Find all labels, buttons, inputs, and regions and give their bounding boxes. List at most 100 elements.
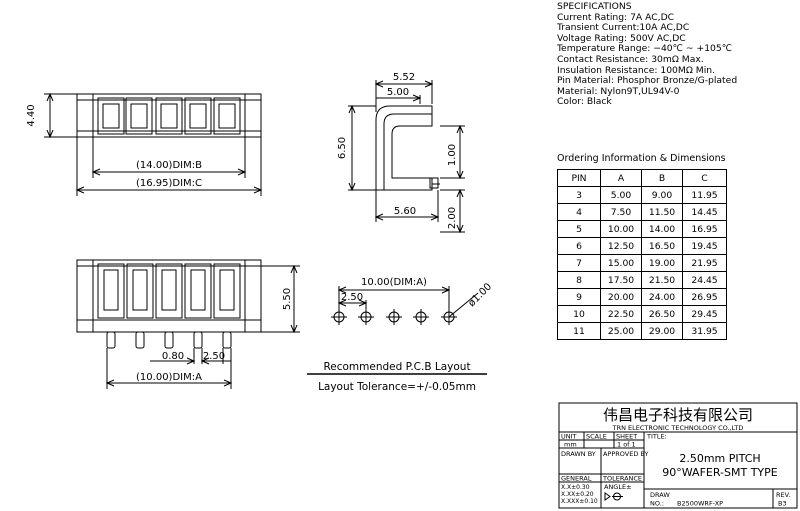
side-view xyxy=(348,80,465,234)
table-cell: 9.00 xyxy=(641,186,683,204)
table-cell: 16.50 xyxy=(641,237,683,255)
tolerance-3: X.XXX±0.10 xyxy=(561,498,598,505)
pcb-dim-a-label: 10.00(DIM:A) xyxy=(361,277,427,288)
title-label: TITLE: xyxy=(646,433,667,441)
side-bottom-width-label: 5.60 xyxy=(394,206,416,217)
table-cell: 4 xyxy=(557,203,601,221)
front-view-outline xyxy=(76,259,262,333)
draw-label: DRAW xyxy=(650,491,670,499)
table-cell: 7 xyxy=(557,254,601,272)
spec-line: Material: Nylon9T,UL94V-0 xyxy=(557,85,680,97)
table-cell: 20.00 xyxy=(600,288,642,306)
spec-line: Temperature Range: −40℃ ~ +105℃ xyxy=(557,43,733,55)
side-top-outer-label: 5.52 xyxy=(393,72,415,83)
spec-line: Color: Black xyxy=(557,96,612,108)
company-name-cn: 伟昌电子科技有限公司 xyxy=(603,406,753,424)
top-view-housing xyxy=(92,93,246,138)
table-cell: 8 xyxy=(557,271,601,289)
top-view xyxy=(44,92,263,196)
front-view-contacts xyxy=(97,263,241,319)
table-cell: 22.50 xyxy=(600,305,642,323)
table-header-row: PIN A B C xyxy=(557,169,727,187)
table-cell: 31.95 xyxy=(682,322,727,340)
front-height-label: 5.50 xyxy=(282,288,293,310)
no-label: NO.: xyxy=(650,500,664,508)
dim-a-label: (10.00)DIM:A xyxy=(136,372,202,383)
general-label: GENERAL xyxy=(561,475,592,483)
table-cell: 29.00 xyxy=(641,322,683,340)
angle-label: ANGLE± xyxy=(604,483,632,491)
drawing-number: B2500WRF-XP xyxy=(677,500,723,508)
title-line-1: 2.50mm PITCH xyxy=(679,452,760,465)
sheet-value: 1 of 1 xyxy=(617,441,636,449)
table-cell: 17.50 xyxy=(600,271,642,289)
side-view-body xyxy=(375,105,433,191)
pcb-pitch-label: 2.50 xyxy=(341,292,363,303)
specifications-heading: SPECIFICATIONS xyxy=(557,1,632,12)
table-cell: 7.50 xyxy=(600,203,642,221)
tolerance-1: X.X±0.30 xyxy=(561,484,590,491)
pcb-layout xyxy=(307,286,487,375)
spec-line: Insulation Resistance: 100MΩ Min. xyxy=(557,64,715,76)
table-cell: 21.50 xyxy=(641,271,683,289)
side-top-inner-label: 5.00 xyxy=(387,87,409,98)
table-cell: 11 xyxy=(557,322,601,340)
table-cell: 29.45 xyxy=(682,305,727,323)
drawn-by-label: DRAWN BY xyxy=(561,450,596,458)
tolerance-label: TOLERANCE xyxy=(602,475,642,483)
table-cell: 14.45 xyxy=(682,203,727,221)
table-cell: 12.50 xyxy=(600,237,642,255)
rev-label: REV. xyxy=(776,491,790,499)
scale-label: SCALE xyxy=(586,433,607,441)
table-cell: 14.00 xyxy=(641,220,683,238)
table-cell: 21.95 xyxy=(682,254,727,272)
approved-by-label: APPROVED BY xyxy=(603,450,649,458)
table-cell: 6 xyxy=(557,237,601,255)
title-line-2: 90°WAFER-SMT TYPE xyxy=(662,466,778,479)
table-cell: 24.45 xyxy=(682,271,727,289)
dim-b-label: (14.00)DIM:B xyxy=(136,160,202,171)
table-cell: 10.00 xyxy=(600,220,642,238)
unit-label: UNIT xyxy=(561,433,577,441)
top-view-contacts xyxy=(97,97,241,135)
spec-line: Voltage Rating: 500V AC,DC xyxy=(557,32,686,44)
side-height-label: 6.50 xyxy=(337,137,348,159)
spec-line: Transient Current:10A AC,DC xyxy=(557,22,690,34)
spec-line: Contact Resistance: 30mΩ Max. xyxy=(557,53,704,65)
title-block xyxy=(558,402,798,509)
specifications: SPECIFICATIONS Current Rating: 7A AC,DC … xyxy=(557,1,738,108)
spec-line: Current Rating: 7A AC,DC xyxy=(557,11,675,23)
spec-line: Pin Material: Phosphor Bronze/G-plated xyxy=(557,75,738,87)
table-cell: 15.00 xyxy=(600,254,642,272)
ordering-title: Ordering Information & Dimensions xyxy=(557,153,726,164)
table-cell: 26.95 xyxy=(682,288,727,306)
table-cell: 5 xyxy=(557,220,601,238)
company-name-en: TRN ELECTRONIC TECHNOLOGY CO.,LTD xyxy=(612,424,744,432)
table-cell: 10 xyxy=(557,305,601,323)
dim-c-label: (16.95)DIM:C xyxy=(136,178,202,189)
rev-value: B3 xyxy=(778,500,787,508)
top-view-height-label: 4.40 xyxy=(26,104,37,126)
side-pin-len-label: 2.00 xyxy=(447,207,458,229)
tolerance-2: X.XX±0.20 xyxy=(561,491,594,498)
unit-value: mm xyxy=(564,441,577,449)
pcb-tolerance: Layout Tolerance=+/-0.05mm xyxy=(318,381,476,393)
table-cell: 9 xyxy=(557,288,601,306)
header-cell: PIN xyxy=(557,169,601,187)
table-cell: 26.50 xyxy=(641,305,683,323)
table-cell: 16.95 xyxy=(682,220,727,238)
table-cell: 19.00 xyxy=(641,254,683,272)
pcb-title: Recommended P.C.B Layout xyxy=(323,361,470,373)
header-cell: C xyxy=(682,169,727,187)
pcb-hole-label: ø1.00 xyxy=(466,281,494,309)
table-cell: 3 xyxy=(557,186,601,204)
